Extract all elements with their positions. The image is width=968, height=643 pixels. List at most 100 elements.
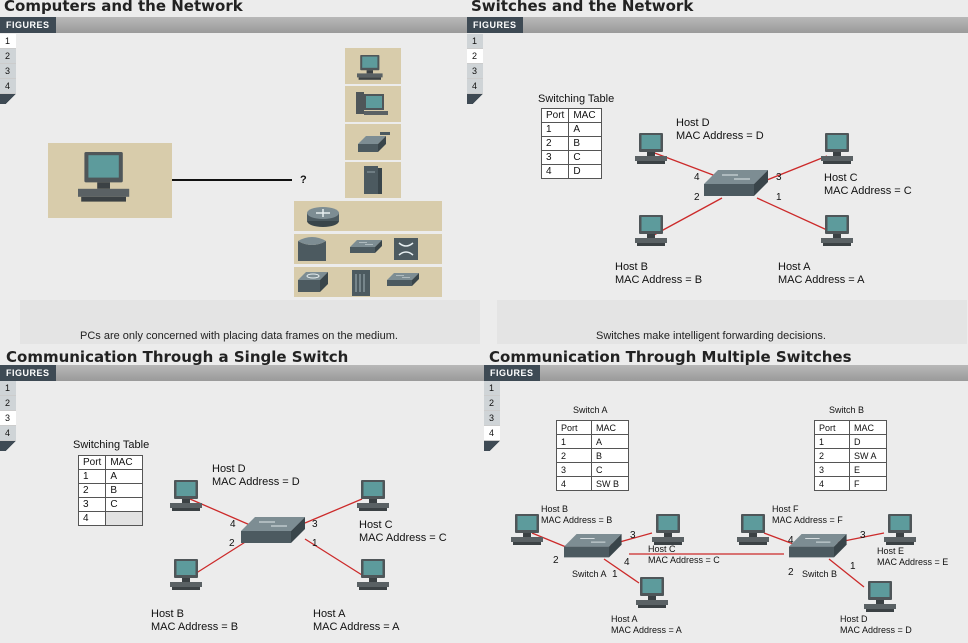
figures-bar: FIGURES <box>467 17 968 33</box>
host-b-pc-icon <box>635 215 667 246</box>
host-name: Host E <box>877 546 905 556</box>
switch-a-port-2: 2 <box>553 555 559 566</box>
host-name: Host B <box>541 504 569 514</box>
table-row: 4 <box>77 511 144 526</box>
multilayer-switch-icon <box>298 237 326 261</box>
tab-2[interactable]: 2 <box>0 396 16 411</box>
host-name: Host D <box>840 614 868 624</box>
host-name: Host B <box>151 608 185 620</box>
host-name: Host A <box>611 614 638 624</box>
host-mac: MAC Address = C <box>824 185 912 197</box>
cell-mac: C <box>105 497 144 512</box>
panel-title: Communication Through a Single Switch <box>6 348 349 366</box>
panel-computers-network: Computers and the Network FIGURES 1 2 3 … <box>0 0 484 345</box>
panel3-graphics <box>170 480 389 590</box>
host-name: Host D <box>676 117 710 129</box>
tab-3[interactable]: 3 <box>0 64 16 79</box>
port-4-label: 4 <box>230 519 236 530</box>
cell-mac: F <box>849 476 887 491</box>
tab-4[interactable]: 4 <box>467 79 483 94</box>
tab-foot <box>467 94 483 104</box>
table-header: Port MAC <box>540 108 603 123</box>
tab-1[interactable]: 1 <box>0 34 16 49</box>
pc-icon <box>78 152 130 202</box>
cell-mac <box>105 511 144 526</box>
tab-1[interactable]: 1 <box>467 34 483 49</box>
atm-switch-icon <box>394 238 418 260</box>
figures-bar: FIGURES <box>0 17 484 33</box>
host-b-pc-icon <box>170 559 202 590</box>
cell-port: 4 <box>540 164 570 179</box>
figure-tabs: 1 2 3 4 <box>467 34 483 104</box>
tab-1[interactable]: 1 <box>0 381 16 396</box>
host-a-pc-icon <box>821 215 853 246</box>
switch-a-port-4: 4 <box>624 557 630 568</box>
host-d-pc-icon <box>635 133 667 164</box>
panel-switches-network: Switches and the Network FIGURES 1 2 3 4… <box>467 0 968 345</box>
switch-a-port-1: 1 <box>612 569 618 580</box>
panel1-graphics <box>78 55 420 296</box>
panel2-graphics <box>635 133 853 246</box>
switch-b-port-3: 3 <box>860 530 866 541</box>
tab-2[interactable]: 2 <box>484 396 500 411</box>
panel-title: Switches and the Network <box>471 0 694 15</box>
tab-foot <box>0 94 16 104</box>
switch-a-table-title: Switch A <box>573 405 608 415</box>
port-2-label: 2 <box>229 538 235 549</box>
panel-caption: PCs are only concerned with placing data… <box>80 330 398 342</box>
table-header: Port MAC <box>814 420 887 435</box>
host-c-pc-icon <box>821 133 853 164</box>
panel-multiple-switches: Communication Through Multiple Switches … <box>484 347 968 643</box>
switching-table-title: Switching Table <box>73 439 150 451</box>
host-name: Host A <box>313 608 346 620</box>
tab-3[interactable]: 3 <box>484 411 500 426</box>
switch-b-port-2: 2 <box>788 567 794 578</box>
host-name: Host C <box>648 544 676 554</box>
host-f-pc-icon <box>737 514 769 545</box>
tab-4[interactable]: 4 <box>0 426 16 441</box>
switch-a-icon <box>563 533 623 558</box>
host-name: Host B <box>615 261 649 273</box>
panel-title: Communication Through Multiple Switches <box>489 348 852 366</box>
switch-b-table-title: Switch B <box>829 405 865 415</box>
unknown-device-mark: ? <box>300 174 307 186</box>
switch-icon-small <box>349 239 383 254</box>
host-mac: MAC Address = A <box>313 621 400 633</box>
host-mac: MAC Address = F <box>772 515 843 525</box>
tab-3[interactable]: 3 <box>467 64 483 79</box>
host-mac: MAC Address = A <box>611 625 682 635</box>
host-a-pc-icon <box>636 577 668 608</box>
host-mac: MAC Address = E <box>877 557 949 567</box>
figures-label: FIGURES <box>484 365 540 381</box>
tab-4[interactable]: 4 <box>484 426 500 441</box>
tab-1[interactable]: 1 <box>484 381 500 396</box>
tab-4[interactable]: 4 <box>0 79 16 94</box>
host-mac: MAC Address = D <box>840 625 912 635</box>
figure-tabs: 1 2 3 4 <box>0 34 16 104</box>
host-d-pc-icon <box>864 581 896 612</box>
monitor-icon <box>357 55 383 80</box>
panel4-graphics <box>511 514 916 612</box>
tab-3[interactable]: 3 <box>0 411 16 426</box>
network-links <box>189 498 363 578</box>
tab-2[interactable]: 2 <box>467 49 483 64</box>
switch-a-port-3: 3 <box>630 530 636 541</box>
host-mac: MAC Address = C <box>359 532 447 544</box>
port-4-label: 4 <box>694 172 700 183</box>
tab-2[interactable]: 2 <box>0 49 16 64</box>
